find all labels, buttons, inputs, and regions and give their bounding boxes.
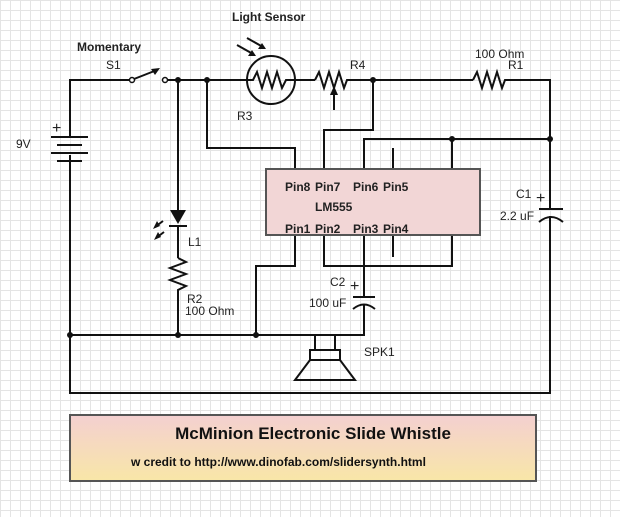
wire-pin1 — [255, 234, 296, 335]
speaker-magnet — [309, 349, 341, 361]
battery-plus: + — [52, 120, 61, 137]
pot-resistor-zigzag — [314, 68, 373, 92]
credit-text: w credit to http://www.dinofab.com/slide… — [131, 455, 426, 469]
r2-ref: R2 — [187, 292, 203, 306]
r1-resistor-zigzag — [472, 68, 551, 190]
pot-wiper-arrow-icon — [330, 86, 338, 95]
chip-name: LM555 — [315, 200, 353, 214]
switch-label: Momentary — [77, 40, 141, 54]
c2-ref: C2 — [330, 275, 346, 289]
c1-plus: + — [536, 190, 545, 207]
wire-battery-to-switch — [69, 79, 130, 136]
lm555-chip: Pin8 Pin7 Pin6 Pin5 LM555 Pin1 Pin2 Pin3… — [265, 168, 481, 236]
r1-value: 100 Ohm — [475, 47, 524, 61]
pot-ref: R4 — [350, 58, 366, 72]
light-arrow-1 — [236, 44, 254, 55]
pin6-label: Pin6 — [353, 180, 379, 194]
r2-value: 100 Ohm — [185, 304, 234, 318]
switch-ref: S1 — [106, 58, 121, 72]
speaker-cone — [293, 359, 357, 381]
wire-pin8 — [206, 80, 296, 170]
r2-resistor-zigzag — [167, 257, 189, 335]
title-box: McMinion Electronic Slide Whistle w cred… — [69, 414, 537, 482]
pin3-label: Pin3 — [353, 222, 379, 236]
c2-value: 100 uF — [309, 296, 346, 310]
pin7-label: Pin7 — [315, 180, 341, 194]
switch-contact-left — [128, 76, 136, 84]
junction-dots — [67, 77, 553, 338]
r1-ref: R1 — [508, 58, 524, 72]
wire-pin7 — [323, 80, 374, 170]
wire-pin6 — [363, 138, 550, 170]
pin1-label: Pin1 — [285, 222, 311, 236]
ldr-ref: R3 — [237, 109, 253, 123]
switch-arrow-icon — [151, 68, 160, 75]
wire-c2-to-speaker — [334, 304, 365, 350]
c1-value: 2.2 uF — [500, 209, 534, 223]
pin5-label: Pin5 — [383, 180, 409, 194]
wire-return-loop — [69, 155, 551, 394]
led-diode-triangle — [170, 210, 186, 224]
c1-ref: C1 — [516, 187, 532, 201]
pin8-label: Pin8 — [285, 180, 311, 194]
battery-value: 9V — [16, 137, 31, 151]
diagram-title: McMinion Electronic Slide Whistle — [175, 424, 451, 443]
speaker-ref: SPK1 — [364, 345, 395, 359]
pin2-label: Pin2 — [315, 222, 341, 236]
c2-plus: + — [350, 278, 359, 295]
ldr-resistor-zigzag — [247, 68, 295, 92]
led-ref: L1 — [188, 235, 202, 249]
switch-contact-right — [161, 76, 169, 84]
pin4-label: Pin4 — [383, 222, 409, 236]
ldr-label: Light Sensor — [232, 10, 306, 24]
